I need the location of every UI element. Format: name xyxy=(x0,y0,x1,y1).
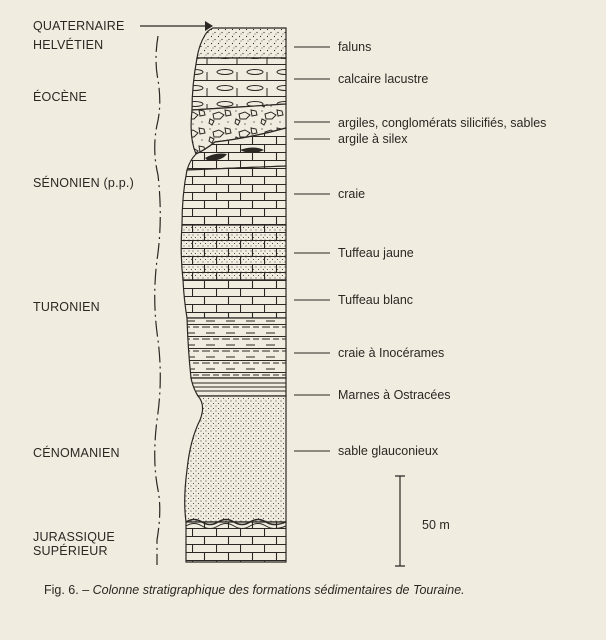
layer-tuffeau-jaune xyxy=(180,224,287,281)
stage-eocene: ÉOCÈNE xyxy=(33,90,87,104)
figure-caption: Fig. 6. – Colonne stratigraphique des fo… xyxy=(44,583,465,597)
layer-craie-inocerames xyxy=(186,317,287,379)
lith-craie: craie xyxy=(338,187,366,201)
stage-senonien: SÉNONIEN (p.p.) xyxy=(33,176,134,190)
stage-divider-line xyxy=(154,35,161,565)
stage-quaternaire: QUATERNAIRE xyxy=(33,19,125,33)
stage-jurassique: JURASSIQUE xyxy=(33,530,115,544)
layer-jurassique xyxy=(185,521,287,563)
lith-tuffeau-blanc: Tuffeau blanc xyxy=(338,293,414,307)
layer-tuffeau-blanc xyxy=(182,279,287,319)
stage-superieur: SUPÉRIEUR xyxy=(33,544,108,558)
lith-faluns: faluns xyxy=(338,40,372,54)
layer-craie xyxy=(181,165,287,226)
caption-figure-number: Fig. 6. – xyxy=(44,583,90,597)
arrow-head-icon xyxy=(205,21,213,31)
lith-calcaire-lacustre: calcaire lacustre xyxy=(338,72,429,86)
scale-bar xyxy=(395,475,405,567)
lith-argile-silex: argile à silex xyxy=(338,132,408,146)
lith-tuffeau-jaune: Tuffeau jaune xyxy=(338,246,414,260)
caption-text: Colonne stratigraphique des formations s… xyxy=(92,583,465,597)
lith-sable-glauconieux: sable glauconieux xyxy=(338,444,439,458)
stage-turonien: TURONIEN xyxy=(33,300,100,314)
layer-sable-glauconieux xyxy=(184,395,287,523)
scale-bar-label: 50 m xyxy=(422,518,450,532)
layer-faluns xyxy=(196,27,287,59)
stage-cenomanien: CÉNOMANIEN xyxy=(33,446,120,460)
unconformity-line xyxy=(185,518,287,526)
layer-calcaire-lacustre xyxy=(191,57,287,111)
lith-argiles: argiles, conglomérats silicifiés, sables xyxy=(338,116,547,130)
lith-craie-inocerames: craie à Inocérames xyxy=(338,346,445,360)
stage-helvetien: HELVÉTIEN xyxy=(33,38,104,52)
lith-marnes-ostracees: Marnes à Ostracées xyxy=(338,388,451,402)
leader-lines xyxy=(294,46,330,452)
